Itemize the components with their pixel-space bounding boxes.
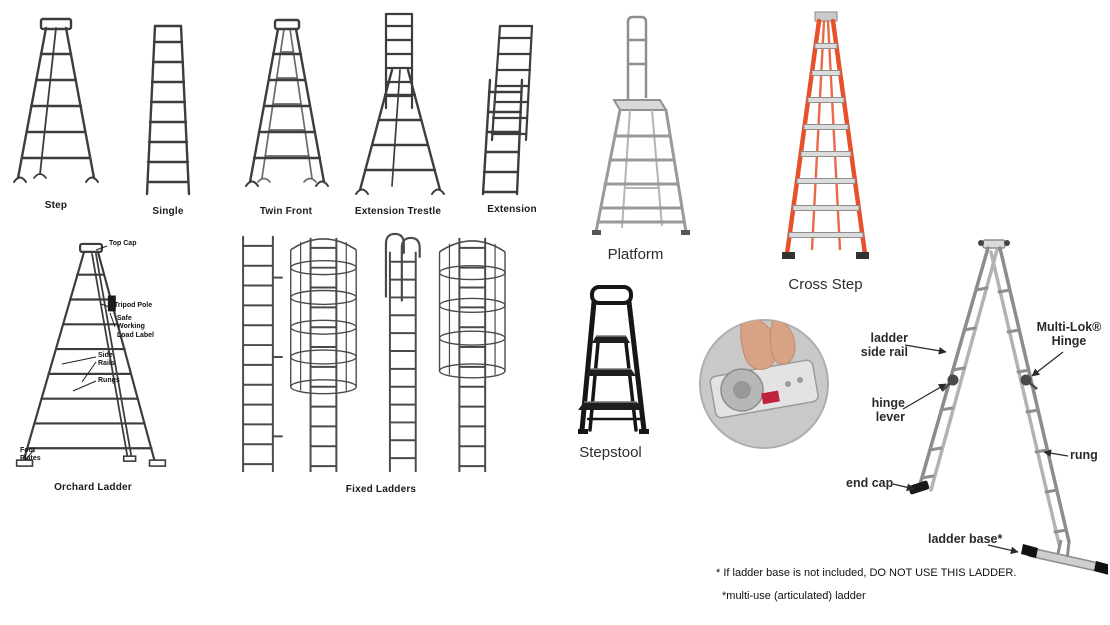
hinge-photo-content xyxy=(709,320,819,419)
stepstool-illustration xyxy=(578,285,649,434)
cross-step-ladder-illustration xyxy=(782,11,869,259)
cross-step-front-rails xyxy=(784,18,868,257)
cross-step-top-cap xyxy=(814,11,838,22)
fixed-ladder-full-cage xyxy=(290,237,357,473)
platform-ladder-label: Platform xyxy=(607,246,664,263)
stepstool-label: Stepstool xyxy=(579,444,642,461)
orchard-side-rails-label: Side Rails xyxy=(98,352,115,368)
fixed-ladder-top-cage xyxy=(438,237,506,473)
cross-step-ladder-figure: Cross Step xyxy=(763,6,888,293)
fixed-ladders-figure: Fixed Ladders xyxy=(230,228,532,495)
orchard-foot-plates-label: Foot Plates xyxy=(20,447,41,463)
platform-guard-rail xyxy=(626,15,648,100)
extension-base-section xyxy=(481,78,524,196)
extension-trestle-ladder-label: Extension Trestle xyxy=(354,206,442,217)
cross-step-rear-rails xyxy=(810,20,842,251)
single-ladder-illustration xyxy=(145,24,191,196)
platform-feet xyxy=(592,230,690,235)
orchard-tripod-pole-label: Tripod Pole xyxy=(114,302,153,309)
articulated-end-cap-label: end cap xyxy=(846,476,894,490)
extension-ladder-figure: Extension xyxy=(470,22,554,215)
fixed-ladder-handrail-hoops xyxy=(384,232,421,473)
hinge-closeup-illustration xyxy=(699,319,829,449)
fixed-ladders-illustration xyxy=(242,232,506,473)
extension-trestle-illustration xyxy=(355,12,445,195)
cross-step-ladder-label: Cross Step xyxy=(788,276,863,293)
orchard-load-label-sticker xyxy=(107,295,116,312)
articulated-ladder-base xyxy=(1021,539,1108,575)
right-hinge-lever xyxy=(1025,379,1038,390)
articulated-ladder-illustration xyxy=(908,239,1108,575)
twin-front-ladder-illustration xyxy=(245,18,329,187)
footnote-multi-use: *multi-use (articulated) ladder xyxy=(722,590,866,602)
hinge-red-label xyxy=(761,390,780,405)
step-ladder-frame xyxy=(13,17,99,183)
platform-ladder-illustration xyxy=(592,15,690,235)
extension-ladder-label: Extension xyxy=(487,204,537,215)
fixed-ladders-label: Fixed Ladders xyxy=(345,484,417,495)
step-ladder-illustration xyxy=(13,17,99,183)
cross-step-feet xyxy=(782,252,869,259)
orchard-load-label: Safe Working Load Label xyxy=(117,315,154,339)
cross-step-steps xyxy=(788,43,864,238)
articulated-rung-label: rung xyxy=(1070,448,1098,462)
extension-trestle-ladder-figure: Extension Trestle xyxy=(347,10,449,217)
step-ladder-label: Step xyxy=(44,200,68,211)
single-ladder-figure: Single xyxy=(132,20,204,217)
articulated-left-leg xyxy=(917,246,999,492)
articulated-hinge-label: Multi-Lok® Hinge xyxy=(1036,320,1102,349)
step-ladder-figure: Step xyxy=(5,12,107,211)
footnote-ladder-base: * If ladder base is not included, DO NOT… xyxy=(716,567,1017,579)
twin-front-ladder-figure: Twin Front xyxy=(237,14,335,217)
single-ladder-frame xyxy=(145,24,191,196)
trestle-extension-section xyxy=(384,12,414,110)
hinge-closeup-inset xyxy=(696,316,832,452)
single-ladder-label: Single xyxy=(152,206,184,217)
articulated-base-label: ladder base* xyxy=(928,532,1003,546)
articulated-top-cap xyxy=(982,239,1006,249)
stepstool-handle xyxy=(590,285,633,305)
orchard-ladder-label: Orchard Ladder xyxy=(54,482,132,493)
fixed-ladder-plain xyxy=(242,235,283,473)
platform-back-legs xyxy=(621,109,663,229)
stepstool-front-legs xyxy=(586,341,642,432)
orchard-rungs-label: Rungs xyxy=(98,377,120,384)
trestle-base-frame xyxy=(355,68,445,195)
extension-fly-section xyxy=(490,24,534,142)
articulated-side-rail-label: ladder side rail xyxy=(860,331,908,360)
orchard-ladder-illustration xyxy=(15,242,167,467)
extension-ladder-illustration xyxy=(481,24,534,196)
articulated-right-leg xyxy=(989,246,1071,546)
hand-finger-2 xyxy=(769,320,796,365)
platform-ladder-figure: Platform xyxy=(578,8,693,263)
twin-front-ladder-label: Twin Front xyxy=(259,206,313,217)
twin-front-front-side xyxy=(245,18,329,187)
orchard-top-cap-label: Top Cap xyxy=(109,240,137,247)
hinge-hub xyxy=(733,381,751,399)
articulated-ladder-figure xyxy=(893,230,1108,580)
stepstool-feet xyxy=(578,429,649,434)
orchard-frame xyxy=(21,242,157,466)
stepstool-treads xyxy=(578,335,643,410)
orchard-ladder-figure: Orchard Ladder xyxy=(8,240,178,493)
platform-front-frame xyxy=(594,108,688,234)
articulated-hinge-lever-label: hinge lever xyxy=(871,396,905,425)
platform-deck xyxy=(612,99,668,111)
stepstool-figure: Stepstool xyxy=(558,284,663,461)
orchard-foot-plates xyxy=(15,455,167,467)
